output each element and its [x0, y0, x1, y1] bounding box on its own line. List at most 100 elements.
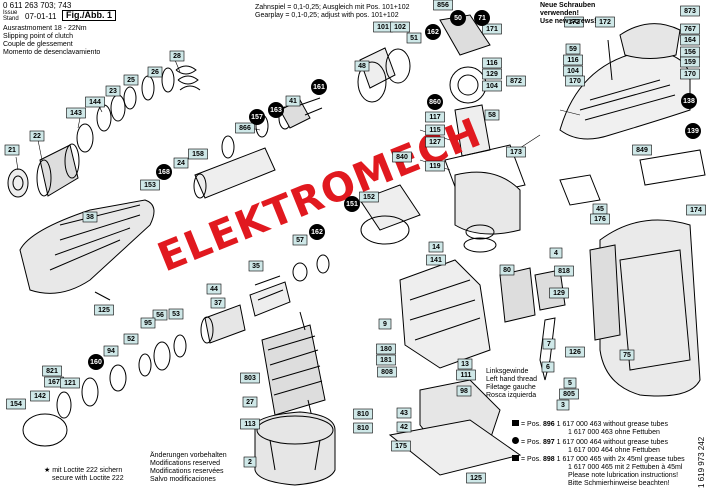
label-box [376, 343, 396, 355]
label-box [428, 241, 444, 253]
part-number-label: 94 [107, 348, 115, 355]
label-box [482, 80, 502, 92]
part-number-label: 167 [48, 379, 60, 386]
part-number-label: 5 [568, 380, 572, 387]
label-box [549, 287, 569, 299]
label-box [66, 107, 86, 119]
square-marker-icon [512, 455, 519, 461]
part-number-label: 38 [86, 214, 94, 221]
part-number-label: 159 [684, 59, 696, 66]
label-box [243, 456, 257, 468]
part-number-label: 4 [554, 250, 558, 257]
label-circle [311, 79, 327, 95]
label-box [4, 144, 20, 156]
label-box [680, 56, 700, 68]
label-box [169, 50, 185, 62]
part-number-label: 7 [547, 341, 551, 348]
part-number-label: 121 [64, 380, 76, 387]
label-box [376, 354, 396, 366]
label-box [406, 32, 422, 44]
label-box [353, 408, 373, 420]
label-circle [685, 123, 701, 139]
part-number-label: 127 [429, 139, 441, 146]
label-box [632, 144, 652, 156]
part-number-label: 125 [470, 475, 482, 482]
label-box [292, 234, 308, 246]
part-number-label: 3 [561, 402, 565, 409]
kit-legend: = Pos. 896 1 617 000 463 without grease … [512, 420, 685, 488]
label-box [425, 160, 445, 172]
part-number-label: 164 [684, 37, 696, 44]
loctite-note: ★ mit Loctite 222 sichern secure with Lo… [44, 467, 124, 482]
part-number-label: 57 [296, 237, 304, 244]
legend-row: = Pos. 898 1 617 000 465 with 2x 45ml gr… [512, 455, 685, 464]
label-box [29, 130, 45, 142]
part-number-label: 849 [636, 147, 648, 154]
part-number-label: 13 [461, 361, 469, 368]
part-number-label: 56 [156, 312, 164, 319]
part-number-label: 151 [346, 201, 358, 208]
label-box [686, 204, 706, 216]
label-box [549, 247, 563, 259]
square-marker-icon [512, 420, 519, 426]
label-box [359, 191, 379, 203]
label-box [482, 57, 502, 69]
label-circle [474, 10, 490, 26]
part-number-label: 810 [357, 425, 369, 432]
label-circle [425, 24, 441, 40]
label-box [506, 75, 526, 87]
part-number-label: 143 [70, 110, 82, 117]
stand-label: Stand [3, 16, 19, 22]
changes-note: Änderungen vorbehalten Modifications res… [150, 452, 227, 483]
part-number-label: 156 [684, 49, 696, 56]
label-circle [156, 164, 172, 180]
part-number-label: 168 [158, 169, 170, 176]
part-number-label: 142 [34, 393, 46, 400]
label-box [103, 345, 119, 357]
label-box [391, 440, 411, 452]
label-box [680, 5, 700, 17]
part-number-label: 181 [380, 357, 392, 364]
figure-box: Fig./Abb. 1 [62, 10, 116, 21]
part-number-label: 172 [568, 19, 580, 26]
label-box [168, 308, 184, 320]
part-number-label: 50 [454, 15, 462, 22]
part-number-label: 872 [510, 78, 522, 85]
part-number-label: 810 [357, 411, 369, 418]
part-number-label: 129 [486, 71, 498, 78]
part-number-label: 144 [89, 99, 101, 106]
part-number-label: 71 [478, 15, 486, 22]
left-thread-note: Linksgewinde Left hand thread Filetage g… [486, 368, 537, 399]
label-circle [88, 354, 104, 370]
legend-row: Bitte Schmierhinweise beachten! [568, 480, 670, 487]
part-number-label: 6 [546, 364, 550, 371]
label-box [152, 309, 168, 321]
part-number-label: 153 [144, 182, 156, 189]
part-number-label: 44 [210, 286, 218, 293]
part-number-label: 803 [244, 375, 256, 382]
part-number-label: 41 [289, 98, 297, 105]
label-box [426, 254, 446, 266]
label-box [82, 211, 98, 223]
label-box [235, 122, 255, 134]
part-number-label: 115 [429, 127, 440, 134]
part-number-label: 59 [569, 46, 577, 53]
label-box [482, 23, 502, 35]
issue-label: Issue [3, 10, 18, 16]
label-box [188, 148, 208, 160]
part-number-label: 119 [429, 163, 440, 170]
label-box [457, 358, 473, 370]
part-number-label: 98 [460, 388, 468, 395]
part-labels: 2122143144232526281533812524158418665694… [4, 0, 706, 484]
part-number-label: 102 [394, 24, 406, 31]
label-box [390, 21, 410, 33]
part-number-label: 52 [127, 336, 135, 343]
label-box [94, 304, 114, 316]
label-box [396, 407, 412, 419]
label-box [456, 369, 476, 381]
label-box [30, 390, 50, 402]
part-number-label: 75 [623, 352, 631, 359]
side-handle [19, 199, 155, 301]
label-box [123, 333, 139, 345]
label-circle [427, 94, 443, 110]
